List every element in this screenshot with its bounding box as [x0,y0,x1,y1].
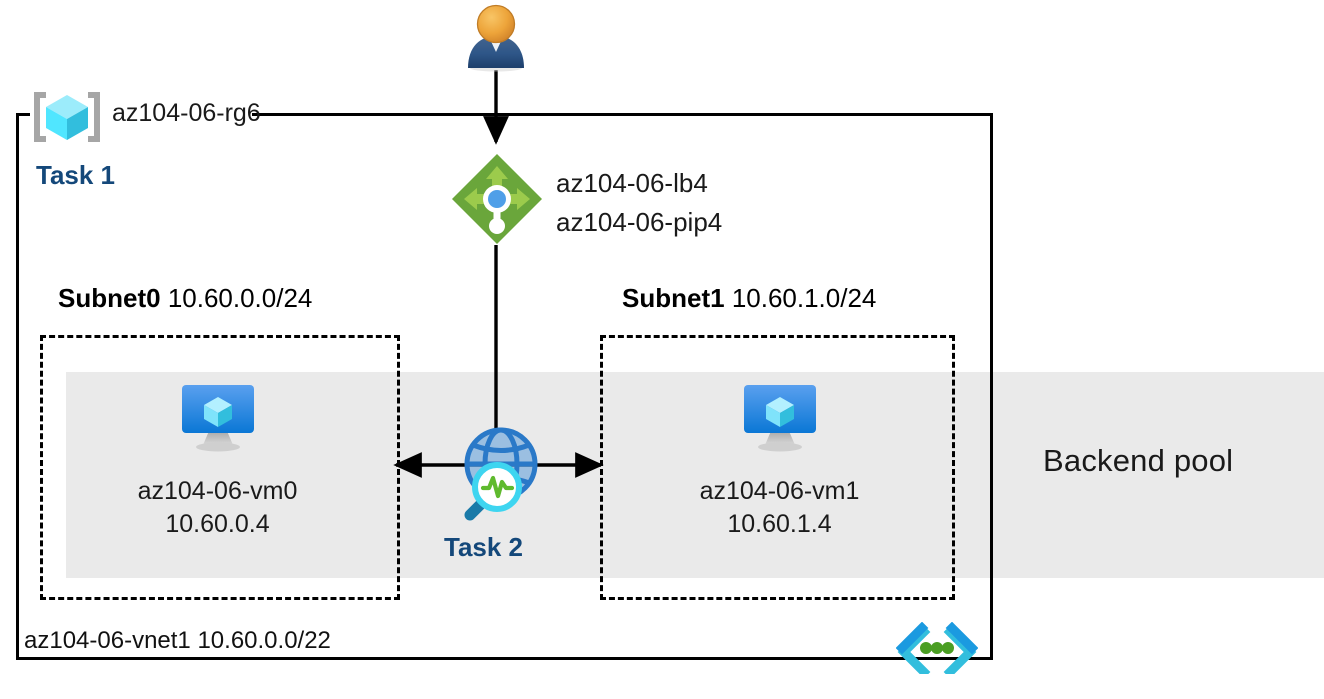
virtual-machine-1: az104-06-vm1 10.60.1.4 [672,375,887,541]
task-2-label: Task 2 [444,532,524,562]
backend-pool-band [66,372,1324,578]
subnet-1-name: Subnet1 [622,283,725,313]
virtual-machine-0-name: az104-06-vm0 [137,477,298,505]
network-watcher-icon [438,418,556,530]
load-balancer-icon [448,150,546,248]
subnet-0-name: Subnet0 [58,283,161,313]
virtual-machine-1-name: az104-06-vm1 [699,477,860,505]
load-balancer-labels: az104-06-lb4 az104-06-pip4 [556,164,722,242]
resource-group-icon [28,88,106,146]
virtual-machine-icon [110,375,325,459]
vnet-caption: az104-06-vnet1 10.60.0.0/22 [24,627,331,654]
subnet-0-cidr: 10.60.0.0/24 [167,283,313,313]
resource-group-name: az104-06-rg6 [112,99,261,127]
user-icon [460,2,532,72]
virtual-machine-0-ip: 10.60.0.4 [165,510,270,538]
subnet-0-title: Subnet0 10.60.0.0/24 [58,283,312,314]
virtual-machine-0: az104-06-vm0 10.60.0.4 [110,375,325,541]
subnet-1-cidr: 10.60.1.0/24 [731,283,877,313]
task-1-label: Task 1 [36,160,116,190]
virtual-machine-icon [672,375,887,459]
resource-group-boundary [16,113,993,660]
backend-pool-label: Backend pool [1043,443,1234,478]
subnet-1-title: Subnet1 10.60.1.0/24 [622,283,876,314]
public-ip-name: az104-06-pip4 [556,207,723,237]
virtual-network-icon [895,621,979,679]
load-balancer-name: az104-06-lb4 [556,168,708,198]
virtual-machine-1-ip: 10.60.1.4 [727,510,832,538]
